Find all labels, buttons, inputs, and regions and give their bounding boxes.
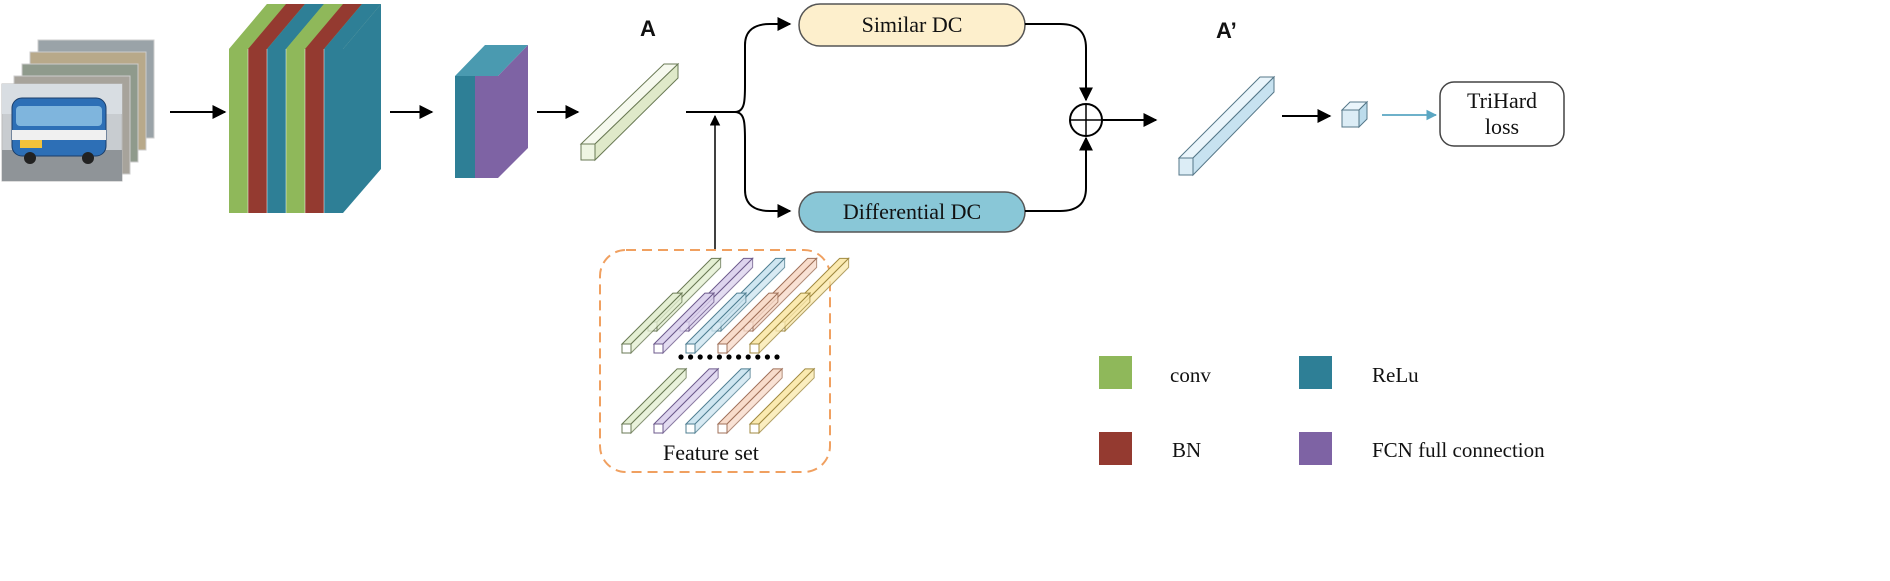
ellipsis-dot [697, 354, 703, 360]
legend-label-fcn: FCN full connection [1372, 438, 1545, 462]
rod-lower-3-face [717, 423, 728, 434]
rod-mid-2-face [685, 343, 696, 354]
legend-label-conv: conv [1170, 363, 1211, 387]
trihard-loss-label: TriHard loss [1440, 82, 1564, 146]
tensor-a-bar [579, 62, 680, 162]
input-images-stack [1, 39, 155, 182]
legend-label-bn: BN [1172, 438, 1202, 462]
ellipsis-dot [678, 354, 684, 360]
ellipsis-dot [774, 354, 780, 360]
feature-set-label: Feature set [663, 440, 759, 465]
ellipsis-dot [716, 354, 723, 360]
ellipsis-dot [745, 354, 751, 360]
feature-set-rods [620, 257, 850, 435]
sum-circle-icon [1069, 103, 1103, 137]
differential-dc-label: Differential DC [842, 199, 982, 224]
rod-mid-3-face [717, 343, 728, 354]
rod-lower-0-face [621, 423, 632, 434]
trihard-line-1: TriHard [1466, 88, 1538, 113]
trihard-line-2: loss [1484, 114, 1520, 139]
ellipsis-dot [736, 354, 742, 360]
ellipsis-dots [678, 354, 780, 360]
legend-swatch-conv [1099, 356, 1132, 389]
conv-block [229, 4, 381, 213]
branch-connectors [686, 17, 792, 218]
rod-lower-4-face [749, 423, 760, 434]
ellipsis-dot [688, 354, 694, 360]
legend-swatch-bn [1099, 432, 1132, 465]
ellipsis-dot [726, 354, 732, 360]
rod-mid-1-face [653, 343, 664, 354]
trihard-loss-box [1439, 81, 1565, 147]
rod-upper-4-side [784, 257, 850, 333]
fcn-block [455, 45, 528, 178]
merge-connectors [1025, 23, 1093, 212]
tensor-a-label: A [640, 16, 656, 41]
rod-lower-2-face [685, 423, 696, 434]
legend-swatch-fcn [1299, 432, 1332, 465]
tensor-a-prime-bar [1177, 75, 1276, 177]
ellipsis-dot [755, 354, 761, 360]
rod-lower-1-face [653, 423, 664, 434]
embedding-cube [1340, 100, 1369, 129]
similar-dc-label: Similar DC [861, 12, 963, 37]
ellipsis-dot [707, 354, 713, 360]
feature-set-box [599, 249, 831, 473]
legend-swatch-relu [1299, 356, 1332, 389]
rod-mid-4-face [749, 343, 760, 354]
tensor-a-prime-label: A’ [1216, 18, 1237, 43]
legend-label-relu: ReLu [1372, 363, 1419, 387]
rod-mid-0-face [621, 343, 632, 354]
ellipsis-dot [764, 354, 771, 360]
